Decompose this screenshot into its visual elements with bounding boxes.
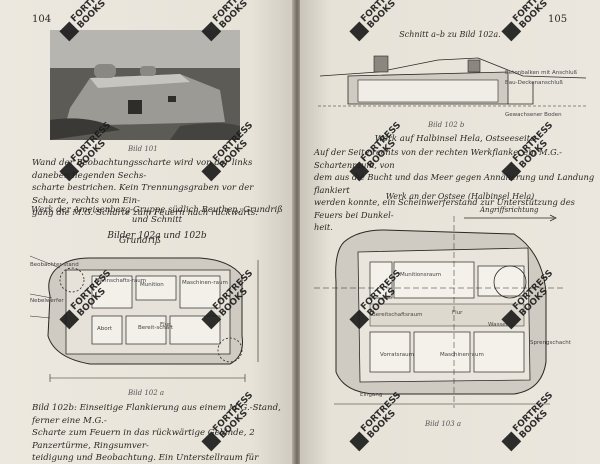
heading-line: Bilder 102a und 102b (107, 231, 207, 241)
section-caption: Bild 102 b (428, 121, 465, 129)
plan-title: Werk an der Ostsee (Halbinsel Hela) (385, 192, 535, 201)
section-title: Schnitt a–b zu Bild 102a. (399, 30, 501, 39)
plan-label: Mannschafts-raum (95, 278, 147, 284)
text-line: dem aus die Bucht und das Meer gegen Ann… (314, 172, 595, 195)
left-paragraph-1: Wand der Beobachtungsscharte wird von de… (32, 157, 282, 220)
page-number: 104 (32, 14, 52, 25)
plan-label: Munition (140, 282, 164, 288)
text-line: teidigung und Beobachtung. Ein Unterstel… (32, 453, 259, 463)
floor-plan-102a (30, 255, 259, 382)
plan-label: Maschinen-raum (182, 280, 228, 286)
plan-label: Abort (97, 326, 113, 332)
right-page: 105 Schnitt a–b zu Bild 102a. Betonbalke… (300, 0, 600, 464)
cross-section-102b (318, 55, 588, 107)
plan-label: Bereitschaftsraum (372, 312, 423, 318)
right-paragraph-1: Auf der Seite rechts von der rechten Wer… (314, 146, 596, 234)
plan-label: Munitionsraum (400, 272, 442, 278)
text-line: werden konnte, ein Scheinwerferstand zur… (314, 197, 575, 220)
book-gutter (292, 0, 302, 464)
plan-title: Grundriß (118, 236, 162, 246)
text-line: Bild 102b: Einseitige Flankierung aus ei… (32, 403, 281, 426)
section-label: Betonbalken mit Anschluß (505, 70, 578, 76)
text-line: heit. (314, 222, 333, 232)
left-page: 104 Bild 101 Wand der Beobachtungsschart… (0, 0, 295, 464)
plan-label: Flur (452, 310, 463, 316)
werk-heading: Werk auf Halbinsel Hela, Ostseeseite (374, 134, 536, 144)
left-paragraph-2: Bild 102b: Einseitige Flankierung aus ei… (32, 402, 287, 464)
left-section-heading: Werk der Ameisenberg-Gruppe südlich Beut… (26, 205, 288, 241)
plan-caption: Bild 102 a (128, 389, 165, 397)
floor-plan-103a (314, 214, 564, 408)
plan-label: Vorratsraum (380, 352, 414, 358)
plan-label: Wasser (488, 322, 508, 328)
text-line: scharte bestrichen. Kein Trennungsgraben… (32, 183, 254, 206)
plan-label: Nebelwerfer (30, 298, 64, 304)
page-number: 105 (548, 14, 568, 25)
text-line: Wand der Beobachtungsscharte wird von de… (32, 158, 253, 181)
plan-label: Sprengschacht (530, 340, 571, 346)
plan-label: Beobachter-stand (30, 262, 79, 268)
section-label: Gewachsener Boden (505, 112, 562, 118)
text-line: gang die M.G.-Scharte zum Feuern nach rü… (32, 208, 259, 218)
text-line: Scharte zum Feuern in das rückwärtige Ge… (32, 428, 255, 451)
bunker-photo (50, 30, 240, 140)
plan-label: Bereit-schaft (138, 325, 174, 331)
photo-caption: Bild 101 (128, 145, 158, 153)
attack-direction-label: Angriffsrichtung (480, 206, 539, 214)
plan-caption: Bild 103 a (425, 420, 462, 428)
section-label: Bau-Deckenanschluß (505, 80, 563, 86)
plan-label: Eingang (360, 392, 383, 398)
plan-label: Maschinenraum (440, 352, 484, 358)
text-line: Auf der Seite rechts von der rechten Wer… (314, 147, 562, 170)
heading-line: Werk der Ameisenberg-Gruppe südlich Beut… (31, 205, 283, 225)
plan-label: Flur (160, 322, 171, 328)
